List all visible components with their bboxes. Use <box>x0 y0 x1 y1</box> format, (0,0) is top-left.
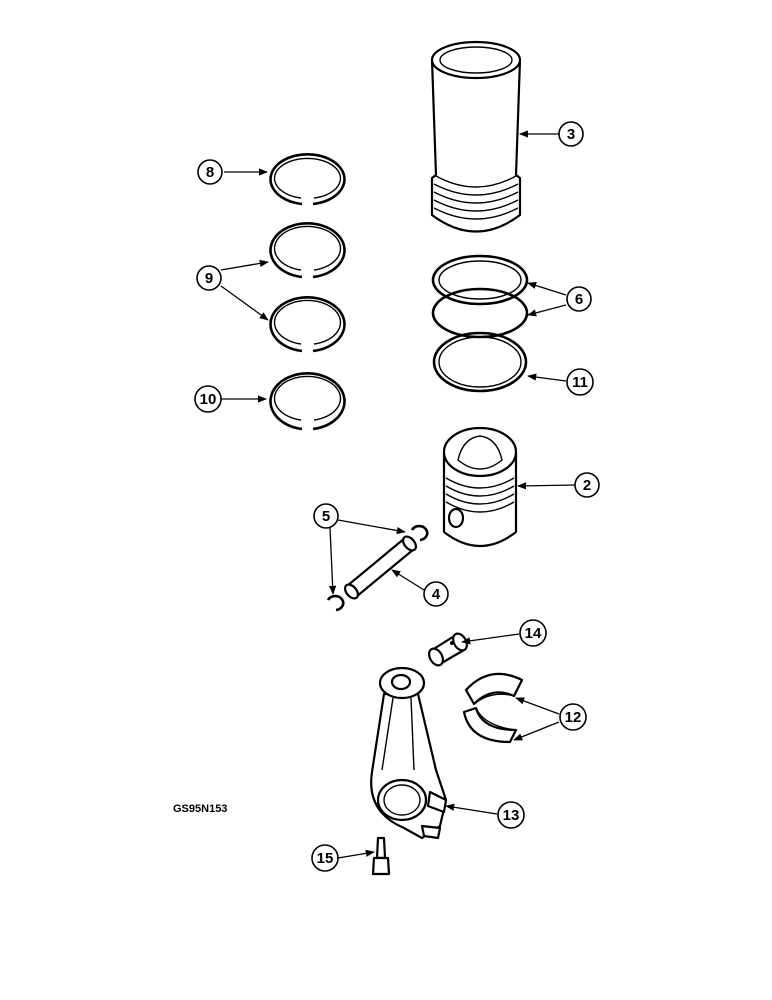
callout-8: 8 <box>197 159 223 185</box>
svg-text:11: 11 <box>572 374 588 391</box>
pin-bushing <box>428 632 468 667</box>
oil-control-ring <box>269 372 346 431</box>
svg-text:3: 3 <box>567 126 575 143</box>
second-compression-ring <box>269 222 346 279</box>
connecting-rod <box>370 666 448 840</box>
snap-ring-lower <box>326 594 345 612</box>
svg-text:15: 15 <box>317 850 334 867</box>
callout-2: 2 <box>574 472 600 498</box>
callout-10: 10 <box>194 385 222 413</box>
svg-text:10: 10 <box>200 391 217 408</box>
top-compression-ring <box>269 152 346 206</box>
callout-12: 12 <box>559 703 587 731</box>
callout-5: 5 <box>313 503 339 529</box>
callout-15: 15 <box>311 844 339 872</box>
liner-seal-ring <box>432 331 528 393</box>
figure-code: GS95N153 <box>173 803 227 815</box>
svg-text:12: 12 <box>565 709 582 726</box>
snap-ring-upper <box>410 524 429 542</box>
callout-4: 4 <box>423 581 449 607</box>
svg-text:14: 14 <box>525 625 542 642</box>
upper-bearing-shell <box>464 672 524 706</box>
svg-text:4: 4 <box>432 586 441 603</box>
callout-9: 9 <box>196 265 222 291</box>
callout-13: 13 <box>497 801 525 829</box>
liner-o-rings <box>431 254 529 339</box>
piston-pin <box>343 535 418 600</box>
connecting-rod-bolt <box>371 836 391 876</box>
svg-text:2: 2 <box>583 477 591 494</box>
leader-lines <box>220 130 576 859</box>
piston <box>442 426 518 548</box>
svg-text:5: 5 <box>322 508 330 525</box>
callout-6: 6 <box>566 286 592 312</box>
svg-text:8: 8 <box>206 164 214 181</box>
third-compression-ring <box>269 296 346 353</box>
svg-text:6: 6 <box>575 291 583 308</box>
callout-11: 11 <box>566 368 594 396</box>
callout-14: 14 <box>519 619 547 647</box>
lower-bearing-shell <box>462 706 518 744</box>
svg-text:9: 9 <box>205 270 213 287</box>
svg-text:13: 13 <box>503 807 520 824</box>
callout-3: 3 <box>558 121 584 147</box>
cylinder-liner <box>430 40 522 233</box>
